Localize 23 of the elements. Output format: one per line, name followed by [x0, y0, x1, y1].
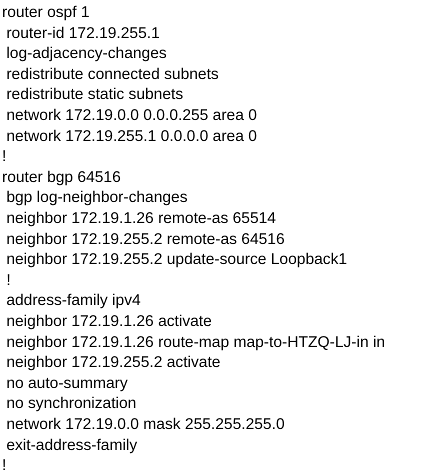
- config-line: network 172.19.255.1 0.0.0.0 area 0: [5, 126, 257, 146]
- config-line: address-family ipv4: [5, 291, 141, 310]
- config-line: neighbor 172.19.255.2 update-source Loopback1: [5, 250, 348, 270]
- config-line: redistribute connected subnets: [5, 64, 219, 84]
- config-line: redistribute static subnets: [5, 85, 184, 104]
- config-line: !: [2, 456, 6, 473]
- config-line: neighbor 172.19.1.26 activate: [5, 312, 212, 331]
- config-line: !: [5, 270, 11, 290]
- config-line: router bgp 64516: [2, 168, 121, 187]
- config-line: !: [2, 147, 6, 166]
- config-line: network 172.19.0.0 0.0.0.255 area 0: [5, 106, 257, 125]
- config-line: neighbor 172.19.255.2 activate: [5, 353, 220, 372]
- config-line: no auto-summary: [5, 374, 128, 393]
- config-line: bgp log-neighbor-changes: [5, 188, 188, 208]
- config-line: network 172.19.0.0 mask 255.255.255.0: [5, 415, 285, 434]
- config-line: router ospf 1: [2, 3, 90, 22]
- config-line: router-id 172.19.255.1: [5, 24, 160, 43]
- config-line: neighbor 172.19.255.2 remote-as 64516: [5, 230, 285, 249]
- config-line: no synchronization: [5, 394, 136, 414]
- config-line: exit-address-family: [5, 436, 138, 455]
- config-line: neighbor 172.19.1.26 route-map map-to-HTZQ-LJ-in in: [5, 332, 386, 352]
- config-line: neighbor 172.19.1.26 remote-as 65514: [5, 209, 276, 228]
- config-line: log-adjacency-changes: [5, 44, 167, 64]
